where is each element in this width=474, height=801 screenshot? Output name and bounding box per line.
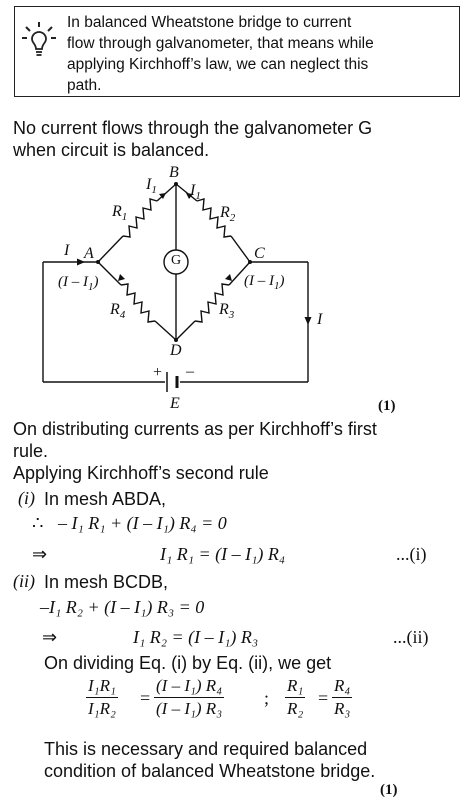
galvanometer-label: G xyxy=(171,253,182,268)
dividing-text: On dividing Eq. (i) by Eq. (ii), we get xyxy=(44,653,332,673)
node-b-label: B xyxy=(169,164,179,181)
marks-2: (1) xyxy=(380,782,398,798)
therefore-symbol: ∴ xyxy=(32,513,44,533)
node-a-label: A xyxy=(84,245,94,262)
equation-ref-ii: ...(ii) xyxy=(393,627,429,647)
mesh2-equation-2: I₁ R₂ = (I – I₁) R₃ xyxy=(133,627,259,647)
fraction-r4-over-r3: R₄ R₃ xyxy=(332,676,353,718)
node-d-label: D xyxy=(170,342,182,359)
i1-left-label: I1 xyxy=(146,176,157,197)
mesh1-equation-2: I₁ R₁ = (I – I₁) R₄ xyxy=(160,544,286,564)
kirchhoff-first-line-2: rule. xyxy=(13,441,49,461)
fraction-r1-over-r2: R₁ R₂ xyxy=(285,676,306,718)
r2-label: R2 xyxy=(220,204,236,225)
i-minus-i1-left-label: (I – I1) xyxy=(58,274,99,293)
fraction-currents: (I – I₁) R₄ (I – I₁) R₃ xyxy=(154,676,225,718)
node-c-label: C xyxy=(254,245,265,262)
current-i-right-label: I xyxy=(317,311,323,328)
mesh2-title: In mesh BCDB, xyxy=(44,572,169,592)
implies-symbol-1: ⇒ xyxy=(32,544,48,564)
tip-text: In balanced Wheatstone bridge to current… xyxy=(67,14,374,94)
intro-line-2: when circuit is balanced. xyxy=(13,140,210,160)
kirchhoff-second-heading: Applying Kirchhoff’s second rule xyxy=(13,463,269,483)
implies-symbol-2: ⇒ xyxy=(42,627,58,647)
i1-right-label: I1 xyxy=(190,182,201,203)
battery-plus-sign: + xyxy=(153,364,163,381)
battery-minus-sign: – xyxy=(186,363,194,380)
i-minus-i1-right-label: (I – I1) xyxy=(244,273,285,292)
fraction-equals-2: = xyxy=(318,688,329,708)
intro-line-1: No current flows through the galvanomete… xyxy=(13,118,373,138)
mesh2-label: (ii) xyxy=(13,571,35,591)
r1-label: R1 xyxy=(112,203,128,224)
mesh1-equation-1: – I₁ R₁ + (I – I₁) R₄ = 0 xyxy=(58,513,227,533)
battery-label: E xyxy=(170,395,180,412)
tip-box: In balanced Wheatstone bridge to current… xyxy=(14,6,460,97)
r4-label: R4 xyxy=(110,301,126,322)
fraction-i1r1-over-i1r2: I₁R₁ I₁R₂ xyxy=(86,676,118,718)
conclusion-line-1: This is necessary and required balanced xyxy=(44,739,368,759)
mesh1-title: In mesh ABDA, xyxy=(44,489,167,509)
equation-ref-i: ...(i) xyxy=(396,544,427,564)
fraction-equals-1: = xyxy=(140,688,151,708)
mesh1-label: (i) xyxy=(18,488,35,508)
kirchhoff-first-line-1: On distributing currents as per Kirchhof… xyxy=(13,419,377,439)
marks-1: (1) xyxy=(378,398,396,414)
fraction-separator: ; xyxy=(264,688,270,708)
current-i-label: I xyxy=(64,242,70,259)
mesh2-equation-1: –I₁ R₂ + (I – I₁) R₃ = 0 xyxy=(40,597,205,617)
r3-label: R3 xyxy=(219,301,235,322)
conclusion-line-2: condition of balanced Wheatstone bridge. xyxy=(44,761,376,781)
lightbulb-icon xyxy=(22,22,56,56)
